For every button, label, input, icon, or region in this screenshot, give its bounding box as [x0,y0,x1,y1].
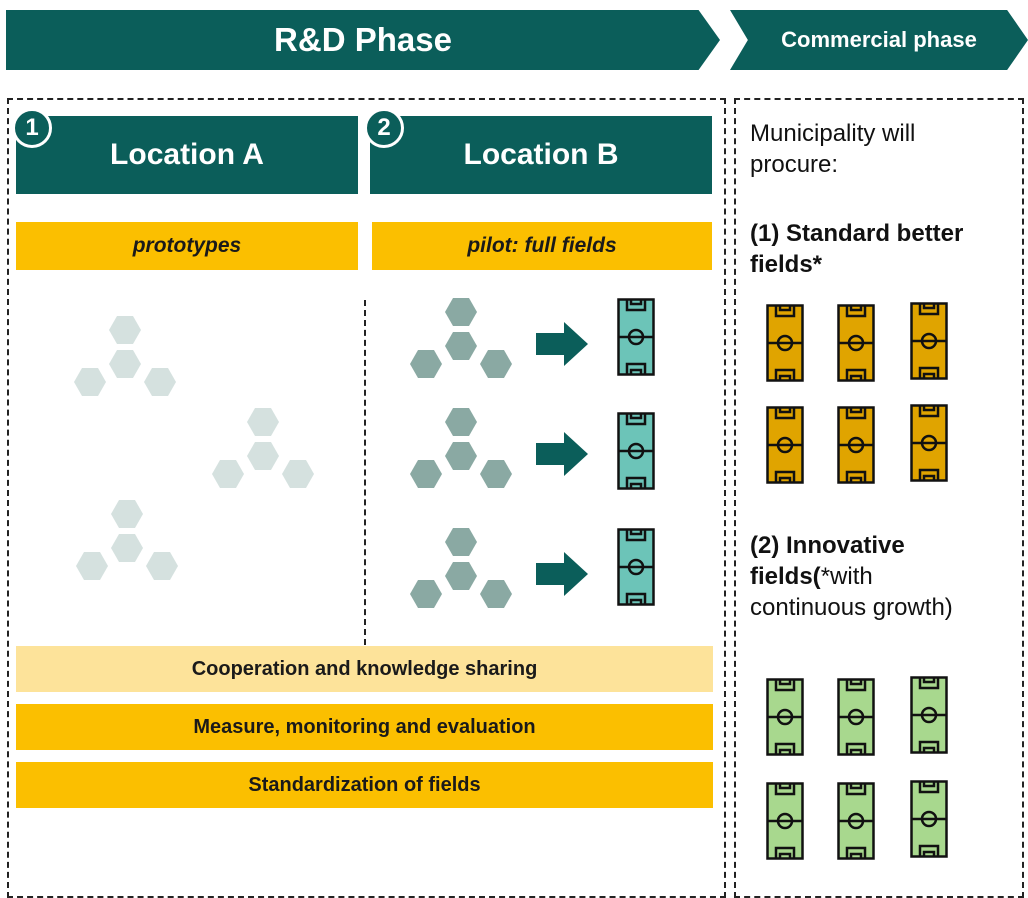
location-a-title: Location A [110,138,264,171]
location-divider [364,300,366,645]
location-b-number-badge: 2 [364,108,404,148]
soccer-field-icon [837,678,875,756]
soccer-field-icon [910,676,948,754]
location-a-subtitle: prototypes [16,222,358,270]
rd-phase-label: R&D Phase [274,21,452,58]
standardization-bar: Standardization of fields [16,762,713,808]
soccer-field-icon [766,678,804,756]
soccer-field-icon [837,304,875,382]
soccer-field-icon [617,412,655,490]
soccer-field-icon [910,302,948,380]
hexagon-cluster-icon [76,500,178,580]
cooperation-bar: Cooperation and knowledge sharing [16,646,713,692]
soccer-field-icon [766,782,804,860]
hexagon-cluster-icon [212,408,314,488]
hexagon-cluster-icon [410,528,512,608]
soccer-field-icon [766,406,804,484]
soccer-field-icon [617,298,655,376]
hexagon-cluster-icon [74,316,176,396]
soccer-field-icon [910,780,948,858]
soccer-field-icon [837,782,875,860]
arrow-right-icon [536,552,588,596]
option-innovative-fields: (2) Innovative fields(*with continuous g… [750,530,980,623]
soccer-field-icon [910,404,948,482]
soccer-field-icon [766,304,804,382]
cooperation-label: Cooperation and knowledge sharing [191,657,538,680]
measure-label: Measure, monitoring and evaluation [193,715,536,738]
arrow-right-icon [536,322,588,366]
arrow-right-icon [536,432,588,476]
commercial-intro: Municipality will procure: [750,120,916,178]
standardization-label: Standardization of fields [248,773,481,796]
soccer-field-icon [837,406,875,484]
pilot-label: pilot: full fields [467,234,617,257]
option-standard-fields: (1) Standard better fields* [750,220,964,278]
location-b-subtitle: pilot: full fields [372,222,712,270]
commercial-phase-label: Commercial phase [781,27,977,52]
location-a-number-badge: 1 [12,108,52,148]
option-innovative-note: *with continuous growth) [750,563,953,621]
location-a-header: Location A [16,116,358,194]
location-b-header: Location B [370,116,712,194]
hexagon-cluster-icon [410,298,512,378]
commercial-phase-banner: Commercial phase [730,10,1028,70]
rd-phase-banner: R&D Phase [6,10,720,70]
option-innovative-title: (2) Innovative fields( [750,532,905,590]
measure-bar: Measure, monitoring and evaluation [16,704,713,750]
soccer-field-icon [617,528,655,606]
location-b-title: Location B [463,138,619,171]
prototypes-label: prototypes [132,234,242,257]
hexagon-cluster-icon [410,408,512,488]
